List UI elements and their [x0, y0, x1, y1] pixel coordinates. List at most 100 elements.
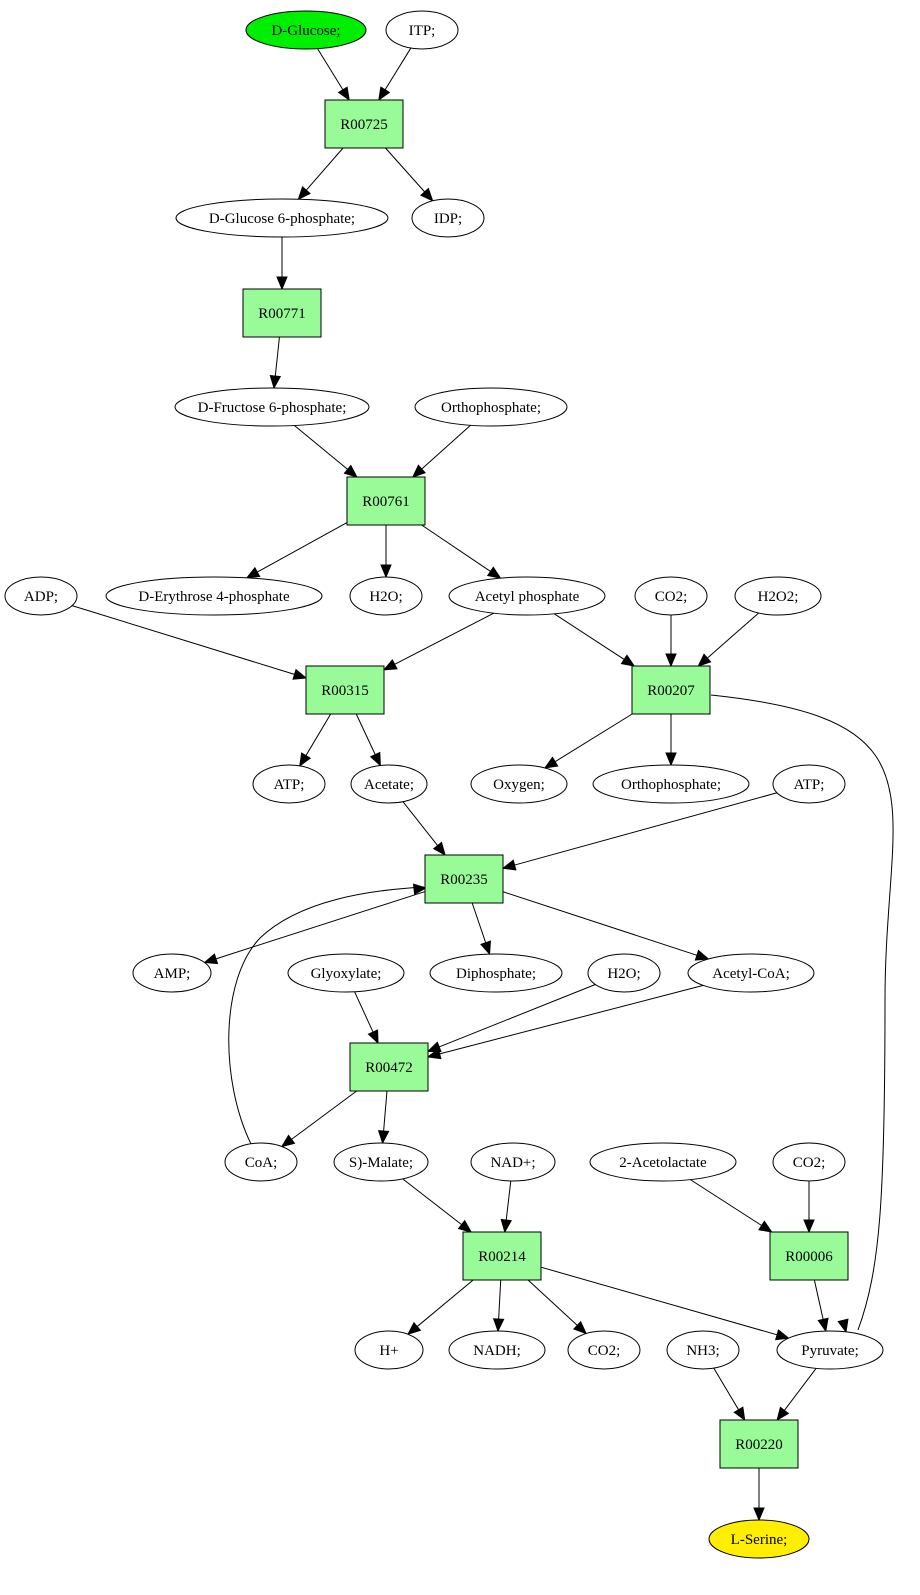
compound-node-nadh[interactable]: NADH; [448, 1330, 546, 1370]
reaction-node-r00006[interactable]: R00006 [769, 1231, 849, 1281]
node-label: R00214 [478, 1249, 526, 1265]
edge-nad-to-r00214 [500, 1180, 512, 1234]
edge-dglucose-to-r00725 [317, 48, 350, 102]
arrowhead-icon [245, 566, 261, 579]
arrowhead-icon [280, 1134, 296, 1148]
compound-node-malate[interactable]: S)-Malate; [333, 1142, 429, 1182]
compound-node-pyruvate[interactable]: Pyruvate; [776, 1330, 884, 1370]
node-ellipse [252, 764, 326, 804]
node-ellipse [448, 576, 606, 616]
compound-node-nh3[interactable]: NH3; [666, 1330, 740, 1370]
edge-g6p-to-r00771 [276, 237, 288, 291]
node-ellipse [354, 1330, 424, 1370]
node-label: Pyruvate; [801, 1343, 859, 1359]
node-label: CO2; [655, 589, 688, 605]
reaction-node-r00235[interactable]: R00235 [424, 854, 504, 904]
arrowhead-icon [620, 654, 636, 667]
node-label: R00220 [735, 1437, 783, 1453]
edge-r00315-to-acetate [355, 713, 381, 767]
arrowhead-icon [406, 1321, 422, 1336]
compound-node-h2o2[interactable]: H2O2; [734, 576, 822, 616]
arrowhead-icon [378, 86, 391, 102]
compound-node-diphosphate[interactable]: Diphosphate; [429, 953, 563, 993]
compound-node-h2o1[interactable]: H2O; [349, 576, 423, 616]
compound-node-itp[interactable]: ITP; [385, 10, 459, 50]
reaction-node-r00472[interactable]: R00472 [349, 1042, 429, 1092]
edge-r00235-to-acetylcoa [502, 891, 710, 961]
compound-node-atp2[interactable]: ATP; [772, 764, 846, 804]
compound-node-hplus[interactable]: H+ [354, 1330, 424, 1370]
edge-r00207-to-oxygen [543, 713, 633, 769]
compound-node-acetylp[interactable]: Acetyl phosphate [448, 576, 606, 616]
edge-line [438, 984, 596, 1048]
compound-node-acetolactate[interactable]: 2-Acetolactate [589, 1142, 737, 1182]
compound-node-atp1[interactable]: ATP; [252, 764, 326, 804]
reaction-node-r00220[interactable]: R00220 [719, 1419, 799, 1469]
edge-atp2-to-r00235 [501, 792, 778, 871]
edge-line [305, 713, 332, 756]
compound-node-co2a[interactable]: CO2; [634, 576, 708, 616]
reaction-node-r00315[interactable]: R00315 [305, 665, 385, 715]
edge-r00214-to-pyruvate [540, 1266, 790, 1341]
node-ellipse [349, 576, 423, 616]
compound-node-adp[interactable]: ADP; [4, 576, 78, 616]
compound-node-nad[interactable]: NAD+; [470, 1142, 556, 1182]
edge-line [71, 605, 295, 675]
compound-node-dglucose[interactable]: D-Glucose; [245, 10, 367, 50]
compound-node-orthophos1[interactable]: Orthophosphate; [414, 387, 568, 427]
edge-line [294, 425, 348, 470]
arrowhead-icon [480, 940, 491, 956]
node-ellipse [592, 764, 750, 804]
compound-node-g6p[interactable]: D-Glucose 6-phosphate; [175, 198, 389, 238]
node-label: ATP; [274, 777, 305, 793]
compound-node-coa[interactable]: CoA; [224, 1142, 298, 1182]
node-label: R00006 [785, 1249, 833, 1265]
arrowhead-icon [276, 276, 288, 291]
reaction-node-r00214[interactable]: R00214 [462, 1231, 542, 1281]
compound-node-oxygen[interactable]: Oxygen; [470, 764, 568, 804]
edge-line [228, 886, 425, 1145]
compound-node-f6p[interactable]: D-Fructose 6-phosphate; [174, 387, 370, 427]
node-label: AMP; [154, 966, 191, 982]
node-ellipse [708, 1519, 810, 1559]
node-label: ATP; [794, 777, 825, 793]
compound-node-co2b[interactable]: CO2; [772, 1142, 846, 1182]
node-label: D-Glucose 6-phosphate; [209, 211, 355, 227]
node-label: ADP; [24, 589, 58, 605]
node-label: CO2; [588, 1343, 621, 1359]
compound-node-amp[interactable]: AMP; [132, 953, 212, 993]
arrowhead-icon [665, 653, 677, 668]
compound-node-h2o3[interactable]: H2O; [587, 953, 661, 993]
reaction-node-r00771[interactable]: R00771 [242, 288, 322, 338]
node-label: L-Serine; [731, 1532, 788, 1548]
node-label: ITP; [409, 23, 436, 39]
reaction-node-r00725[interactable]: R00725 [324, 99, 404, 149]
compound-node-e4p[interactable]: D-Erythrose 4-phosphate [105, 576, 323, 616]
compound-node-acetylcoa[interactable]: Acetyl-CoA; [687, 953, 815, 993]
node-label: Orthophosphate; [441, 400, 541, 416]
reaction-node-r00207[interactable]: R00207 [631, 665, 711, 715]
node-ellipse [776, 1330, 884, 1370]
node-ellipse [734, 576, 822, 616]
arrowhead-icon [420, 187, 434, 202]
reaction-node-r00761[interactable]: R00761 [346, 476, 426, 526]
node-ellipse [333, 1142, 429, 1182]
compound-node-idp[interactable]: IDP; [411, 198, 485, 238]
edge-adp-to-r00315 [71, 605, 308, 680]
edge-r00472-to-malate [377, 1090, 390, 1145]
node-label: H2O2; [758, 589, 799, 605]
edge-line [215, 891, 426, 960]
node-box [324, 99, 404, 149]
node-label: H+ [379, 1343, 398, 1359]
node-ellipse [666, 1330, 740, 1370]
node-ellipse [105, 576, 323, 616]
compound-node-co2c[interactable]: CO2; [567, 1330, 641, 1370]
node-label: Oxygen; [493, 777, 545, 793]
node-ellipse [175, 198, 389, 238]
compound-node-glyoxylate[interactable]: Glyoxylate; [287, 953, 405, 993]
compound-node-lserine[interactable]: L-Serine; [708, 1519, 810, 1559]
edge-h2o3-to-r00472 [426, 984, 596, 1053]
edge-line [383, 1090, 388, 1132]
compound-node-acetate[interactable]: Acetate; [350, 764, 428, 804]
compound-node-orthophos2[interactable]: Orthophosphate; [592, 764, 750, 804]
